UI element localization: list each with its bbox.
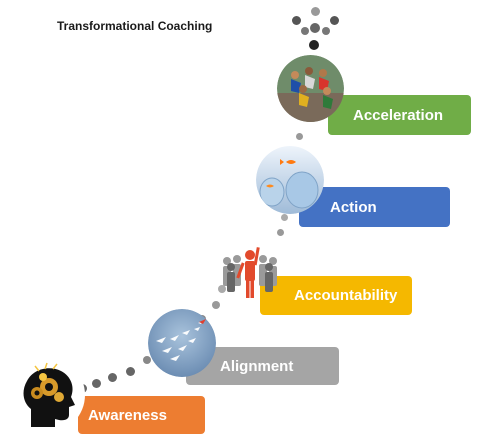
stage-bar-acceleration: Acceleration: [328, 95, 471, 135]
stage-label-accountability: Accountability: [294, 287, 398, 304]
stage-label-alignment: Alignment: [220, 357, 294, 375]
people-group-raised-hand-icon: [219, 243, 283, 303]
goldfish-jumping-bowls-icon: [256, 146, 324, 214]
head-with-gears-and-lightbulb-icon: [9, 357, 85, 433]
stage-label-acceleration: Acceleration: [353, 106, 444, 124]
page-title: Transformational Coaching: [57, 19, 213, 33]
stage-bar-action: Action: [299, 187, 450, 227]
stage-label-action: Action: [330, 198, 377, 216]
stage-bar-accountability: Accountability: [260, 276, 412, 315]
paper-planes-flying-icon: [148, 309, 216, 377]
sprinters-racing-icon: [277, 55, 344, 122]
stage-label-awareness: Awareness: [88, 406, 167, 424]
stage-bar-awareness: Awareness: [78, 396, 205, 434]
